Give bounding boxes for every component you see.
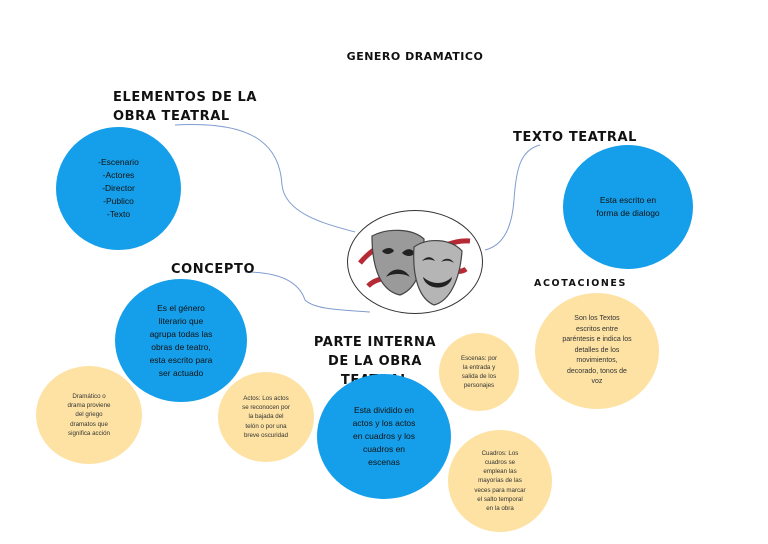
- actos-text: Actos: Los actos se reconocen por la baj…: [242, 394, 290, 439]
- texto-teatral-text: Esta escrito en forma de dialogo: [596, 195, 660, 218]
- circle-texto-teatral: Esta escrito en forma de dialogo: [563, 145, 693, 269]
- heading-acotaciones: ACOTACIONES: [534, 278, 627, 289]
- circle-escenas: Escenas: por la entrada y salida de los …: [439, 333, 519, 411]
- cuadros-text: Cuadros: Los cuadros se emplean las mayo…: [474, 449, 526, 512]
- acotaciones-text: Son los Textos escritos entre paréntesis…: [562, 315, 632, 386]
- circle-parte-interna: Esta dividido en actos y los actos en cu…: [317, 374, 451, 499]
- circle-cuadros: Cuadros: Los cuadros se emplean las mayo…: [448, 430, 552, 532]
- page-title: GENERO DRAMATICO: [346, 50, 484, 63]
- heading-elementos: ELEMENTOS DE LA OBRA TEATRAL: [113, 90, 258, 124]
- concepto-text: Es el género literario que agrupa todas …: [149, 302, 213, 378]
- connector-texto: [484, 144, 541, 251]
- circle-dramatico: Dramático o drama proviene del griego dr…: [36, 366, 142, 464]
- theatre-masks-icon: [358, 229, 471, 306]
- circle-concepto: Es el género literario que agrupa todas …: [115, 279, 247, 402]
- circle-actos: Actos: Los actos se reconocen por la baj…: [218, 372, 314, 462]
- parte-interna-text: Esta dividido en actos y los actos en cu…: [352, 405, 416, 467]
- circle-acotaciones: Son los Textos escritos entre paréntesis…: [535, 293, 659, 409]
- connector-concepto: [244, 271, 371, 313]
- elementos-list: -Escenario -Actores -Director -Publico -…: [98, 157, 139, 219]
- connector-elementos: [174, 123, 356, 233]
- center-circle: [347, 210, 483, 314]
- heading-concepto: CONCEPTO: [171, 262, 256, 277]
- circle-elementos: -Escenario -Actores -Director -Publico -…: [56, 127, 181, 250]
- heading-texto-teatral: TEXTO TEATRAL: [513, 130, 638, 145]
- escenas-text: Escenas: por la entrada y salida de los …: [460, 354, 498, 390]
- dramatico-text: Dramático o drama proviene del griego dr…: [67, 392, 111, 437]
